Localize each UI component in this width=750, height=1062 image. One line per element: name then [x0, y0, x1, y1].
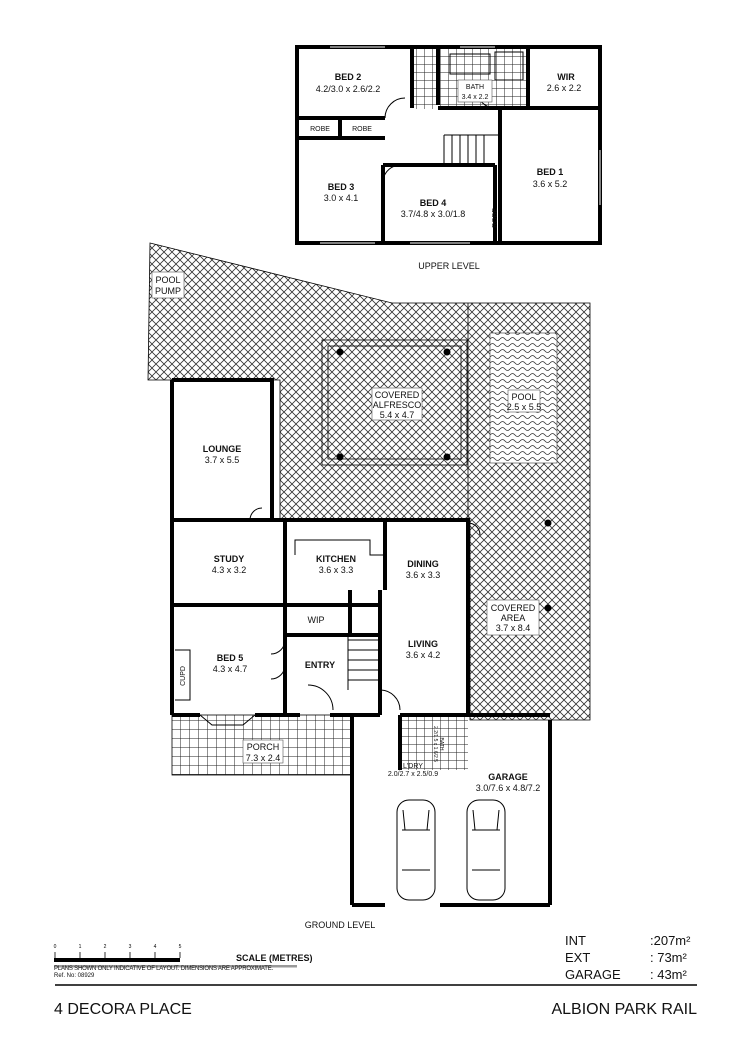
pool-pump-label: POOL [155, 275, 180, 285]
scale-tick-label: 5 [179, 944, 182, 950]
property-suburb: ALBION PARK RAIL [551, 1001, 697, 1018]
room-dims-wir: 2.6 x 2.2 [547, 83, 582, 93]
area-label-garage: GARAGE [565, 967, 621, 982]
upper-level-title: UPPER LEVEL [418, 261, 480, 271]
area-label-ext: EXT [565, 950, 591, 965]
ground-level: POOL PUMP COVERED ALFRESCO 5.4 x 4.7 POO… [147, 242, 591, 930]
room-label-upper-bath: BATH [466, 84, 484, 91]
room-label-wir: WIR [557, 72, 575, 82]
room-label-living: LIVING [408, 639, 438, 649]
room-dims-porch: 7.3 x 2.4 [246, 753, 281, 763]
room-dims-covered-area: 3.7 x 8.4 [496, 623, 531, 633]
scale-label: SCALE (METRES) [236, 953, 313, 963]
room-dims-bed1: 3.6 x 5.2 [533, 179, 568, 189]
room-label-wip: WIP [308, 615, 325, 625]
room-dims-kitchen: 3.6 x 3.3 [319, 565, 354, 575]
disclaimer-text: PLANS SHOWN ONLY INDICATIVE OF LAYOUT. D… [54, 966, 273, 972]
room-dims-garage: 3.0/7.6 x 4.8/7.2 [476, 783, 541, 793]
room-dims-laundry: 2.0/2.7 x 2.5/0.9 [388, 771, 438, 778]
scale-tick-label: 1 [79, 944, 82, 950]
room-label-lounge: LOUNGE [203, 444, 242, 454]
room-label-study: STUDY [214, 554, 245, 564]
room-dims-bed3: 3.0 x 4.1 [324, 193, 359, 203]
scale-tick-label: 0 [54, 944, 57, 950]
room-dims-ground-bath: 2.2/1.5 x 1.6/2.5 [432, 726, 438, 762]
room-label-porch: PORCH [247, 742, 280, 752]
area-value-int: :207m² [650, 933, 691, 948]
robe-label: ROBE [352, 126, 372, 133]
room-label-garage: GARAGE [488, 772, 528, 782]
room-dims-pool: 2.5 x 5.5 [507, 402, 542, 412]
room-dims-lounge: 3.7 x 5.5 [205, 455, 240, 465]
room-dims-bed4: 3.7/4.8 x 3.0/1.8 [401, 209, 466, 219]
reference-number: Ref. No: 08929 [54, 973, 95, 979]
pool-pump-label-2: PUMP [155, 286, 181, 296]
room-dims-dining: 3.6 x 3.3 [406, 570, 441, 580]
scale-tick-label: 2 [104, 944, 107, 950]
ground-level-title: GROUND LEVEL [305, 920, 376, 930]
ground-bath-tiles [400, 715, 468, 770]
room-dims-living: 3.6 x 4.2 [406, 650, 441, 660]
cupboard-label: CUPD [180, 666, 187, 686]
area-summary: INT :207m² EXT : 73m² GARAGE : 43m² [565, 932, 690, 983]
room-dims-bed2: 4.2/3.0 x 2.6/2.2 [316, 84, 381, 94]
room-label-bed2: BED 2 [335, 72, 362, 82]
area-value-ext: : 73m² [650, 950, 687, 965]
scale-tick-label: 3 [129, 944, 132, 950]
scale-tick-label: 4 [154, 944, 157, 950]
scale-bar: 0 1 2 3 4 5 SCALE (METRES) [54, 944, 313, 968]
alfresco-pergola [321, 339, 468, 466]
room-label-alfresco: COVERED [375, 390, 420, 400]
room-label-laundry: L'DRY [403, 763, 423, 770]
room-label-pool: POOL [511, 392, 536, 402]
robe-label: ROBE [492, 208, 499, 228]
room-label-bed5: BED 5 [217, 653, 244, 663]
room-dims-upper-bath: 3.4 x 2.2 [462, 94, 489, 101]
room-label-covered-area: COVERED [491, 603, 536, 613]
room-label-bed1: BED 1 [537, 167, 564, 177]
room-dims-study: 4.3 x 3.2 [212, 565, 247, 575]
room-label-ground-bath: BATH [438, 738, 444, 751]
room-label-alfresco-2: ALFRESCO [373, 400, 422, 410]
room-dims-bed5: 4.3 x 4.7 [213, 664, 248, 674]
car-icon [396, 799, 436, 901]
room-dims-alfresco: 5.4 x 4.7 [380, 410, 415, 420]
room-label-covered-area-2: AREA [501, 613, 526, 623]
robe-label: ROBE [310, 126, 330, 133]
room-label-entry: ENTRY [305, 660, 335, 670]
upper-level: BED 2 4.2/3.0 x 2.6/2.2 BATH 3.4 x 2.2 W… [295, 45, 602, 271]
property-address: 4 DECORA PLACE [54, 1001, 192, 1018]
room-label-bed3: BED 3 [328, 182, 355, 192]
car-icon [466, 799, 506, 901]
area-label-int: INT [565, 933, 586, 948]
area-value-garage: : 43m² [650, 967, 687, 982]
room-label-dining: DINING [407, 559, 439, 569]
room-label-kitchen: KITCHEN [316, 554, 356, 564]
room-label-bed4: BED 4 [420, 198, 447, 208]
